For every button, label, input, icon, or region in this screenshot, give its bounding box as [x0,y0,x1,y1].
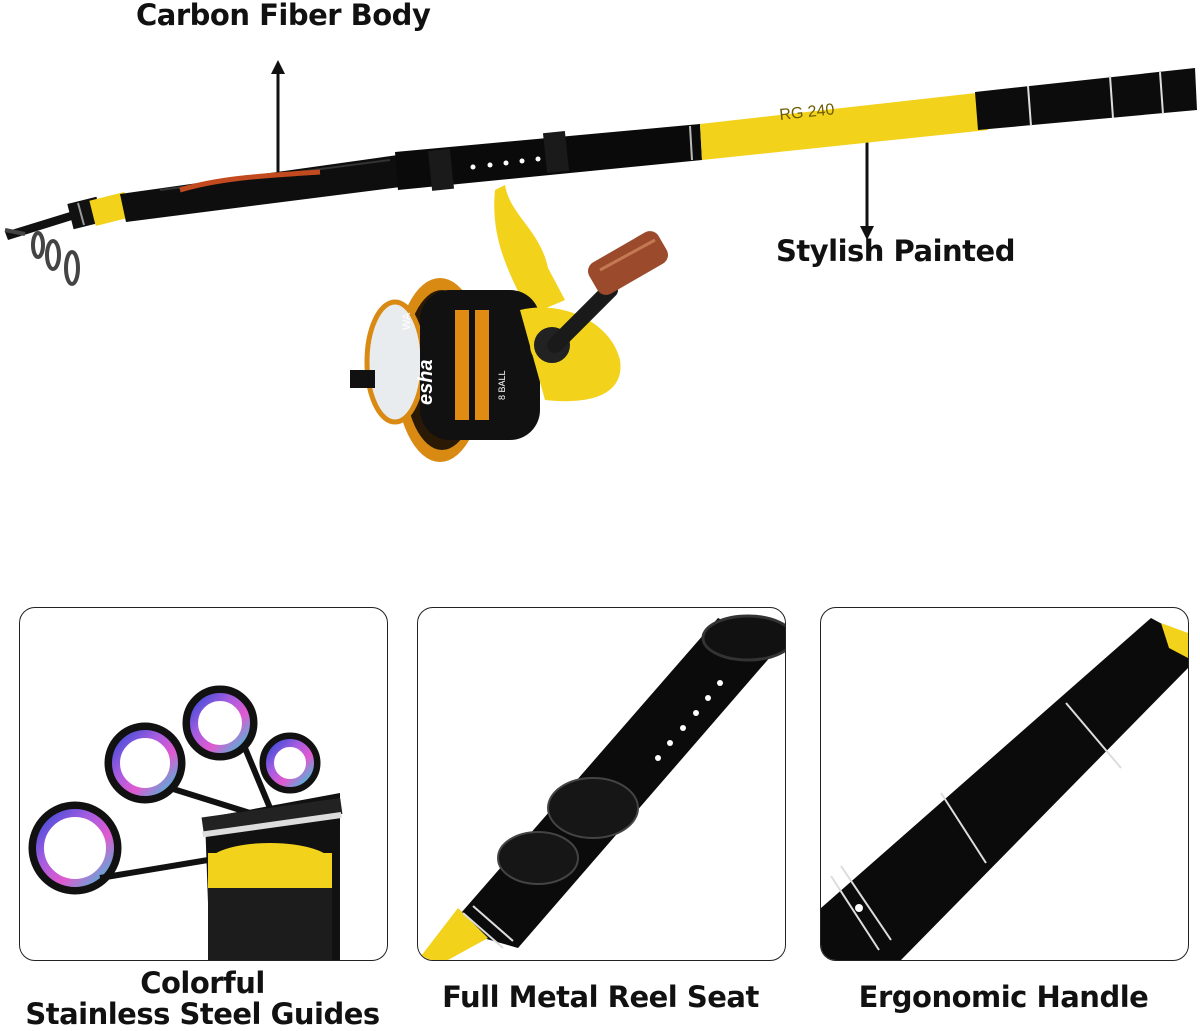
rod-handle [975,68,1197,130]
fishing-rod-illustration: RG 240 esha WA 8 BALL [4,68,1197,462]
caption-reel-seat: Full Metal Reel Seat [442,980,759,1014]
reel-seat [395,124,702,191]
rod-guides [4,228,80,286]
wooden-knob-icon [588,231,668,295]
guides-panel [19,607,388,961]
svg-text:WA: WA [401,312,413,330]
carbon-body [120,154,408,222]
caption-guides-line2: Stainless Steel Guides [25,997,380,1031]
stylish-painted-label: Stylish Painted [776,234,1015,268]
guides-photo [28,685,343,960]
reel-seat-photo [418,614,785,960]
caption-guides-line1: Colorful [140,966,265,1000]
svg-text:esha: esha [415,359,437,405]
yellow-painted-section [700,92,988,160]
carbon-fiber-body-label: Carbon Fiber Body [136,0,431,32]
svg-text:8 BALL: 8 BALL [497,370,507,400]
caption-guides: Colorful Stainless Steel Guides [19,966,386,1031]
handle-panel [820,607,1189,961]
svg-text:RG 240: RG 240 [779,101,836,124]
handle-photo [821,618,1188,960]
arrow-up-icon [271,60,285,185]
reel-seat-panel [417,607,786,961]
caption-handle: Ergonomic Handle [858,980,1149,1014]
spinning-reel: esha WA 8 BALL [350,278,621,462]
